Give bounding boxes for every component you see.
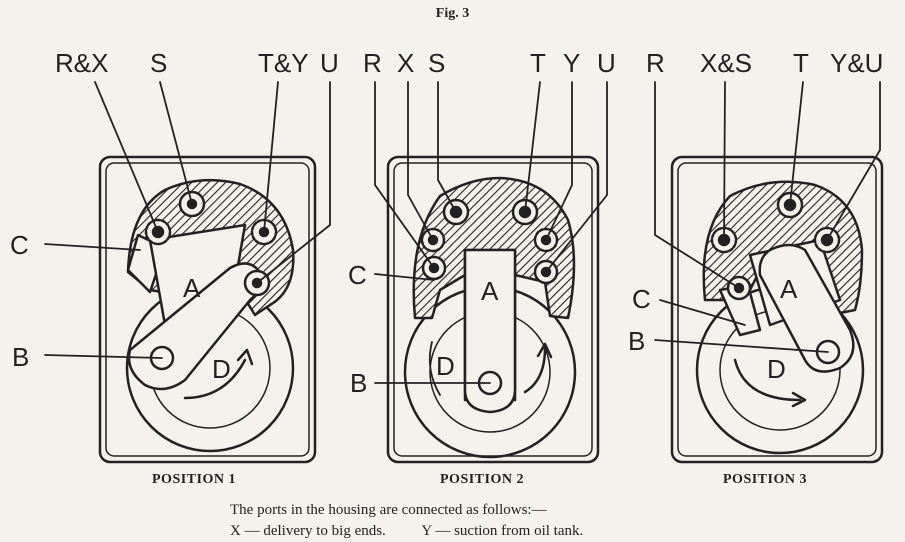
rotation-arrow-3 <box>733 358 802 402</box>
position-1-port-labels: R&X S T&Y U <box>55 48 339 78</box>
caption-notes: X — delivery to big ends. Y — suction fr… <box>230 521 583 542</box>
leader-xs-3 <box>723 81 726 241</box>
label-a-2: A <box>481 276 499 306</box>
rotation-arrow-1 <box>183 358 247 400</box>
leader-s-1 <box>159 81 193 205</box>
label-a-1: A <box>183 273 201 303</box>
label-t-2: T <box>530 48 546 78</box>
caption-x-note: X — delivery to big ends. <box>230 523 386 539</box>
label-d-3: D <box>767 354 786 384</box>
label-u-1: U <box>320 48 339 78</box>
leader-u-2 <box>545 81 608 273</box>
housing-2 <box>386 155 600 464</box>
label-u-2: U <box>597 48 616 78</box>
label-x-2: X <box>397 48 414 78</box>
leader-t-3 <box>789 81 804 206</box>
position-2-label: POSITION 2 <box>440 472 524 487</box>
label-d-1: D <box>212 354 231 384</box>
caption: The ports in the housing are connected a… <box>230 500 583 542</box>
label-s-2: S <box>428 48 445 78</box>
label-a-3: A <box>780 274 798 304</box>
leader-yu-3 <box>826 81 881 241</box>
caption-y-note: Y — suction from oil tank. <box>421 523 584 539</box>
label-y-2: Y <box>563 48 580 78</box>
position-3-diagram <box>654 81 884 464</box>
position-3-port-labels: R X&S T Y&U <box>646 48 883 78</box>
leader-b-3 <box>654 339 829 353</box>
label-ty-1: T&Y <box>258 48 309 78</box>
caption-intro: The ports in the housing are connected a… <box>230 502 547 518</box>
leader-s-2 <box>437 81 457 213</box>
rotation-arrow-2 <box>523 346 547 394</box>
label-c-3: C <box>632 284 651 314</box>
leader-b-1 <box>44 354 163 359</box>
leader-c-1 <box>44 243 141 251</box>
position-1-part-labels: C A B D <box>10 230 231 384</box>
position-2-part-labels: C A B D <box>348 260 499 398</box>
position-3-label: POSITION 3 <box>723 472 807 487</box>
position-2-port-labels: R X S T Y U <box>363 48 616 78</box>
leader-y-2 <box>545 81 573 241</box>
crank-b-2 <box>463 248 517 414</box>
figure-title: Fig. 3 <box>435 6 470 21</box>
housing-3 <box>670 155 884 464</box>
leader-u-1 <box>256 81 331 284</box>
label-b-1: B <box>12 342 29 372</box>
label-c-2: C <box>348 260 367 290</box>
label-b-3: B <box>628 326 645 356</box>
position-3-part-labels: C A B D <box>628 274 798 384</box>
housing-1 <box>98 155 317 464</box>
leader-r-3 <box>654 81 740 289</box>
label-xs-3: X&S <box>700 48 752 78</box>
label-r-3: R <box>646 48 665 78</box>
leader-t-2 <box>524 81 541 213</box>
leader-rx-1 <box>94 81 159 233</box>
leader-ty-1 <box>263 81 279 233</box>
label-d-2: D <box>436 351 455 381</box>
leader-c-3 <box>659 299 746 326</box>
label-rx-1: R&X <box>55 48 108 78</box>
label-r-2: R <box>363 48 382 78</box>
leader-c-2 <box>374 273 435 281</box>
leader-x-2 <box>407 81 434 241</box>
label-c-1: C <box>10 230 29 260</box>
label-t-3: T <box>793 48 809 78</box>
position-2-diagram <box>374 81 608 464</box>
position-1-label: POSITION 1 <box>152 472 236 487</box>
label-s-1: S <box>150 48 167 78</box>
label-b-2: B <box>350 368 367 398</box>
position-1-diagram <box>44 81 331 464</box>
label-yu-3: Y&U <box>830 48 883 78</box>
leader-r-2 <box>374 81 435 269</box>
